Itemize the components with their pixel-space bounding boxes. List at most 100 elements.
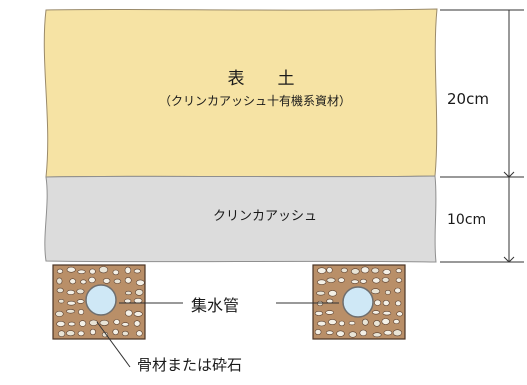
aggregate-stone [371, 267, 380, 274]
aggregate-stone [135, 289, 144, 296]
aggregate-stone [395, 300, 402, 307]
aggregate-leader [96, 321, 131, 368]
aggregate-stone [382, 269, 391, 275]
collector-pipe [342, 286, 374, 318]
aggregate-stone [326, 267, 333, 274]
dimension-lines [440, 9, 524, 263]
aggregate-stone [328, 319, 337, 325]
aggregate-stone [55, 310, 64, 317]
aggregate-stones [55, 266, 145, 338]
aggregate-stone [99, 319, 110, 326]
aggregate-stone [133, 311, 143, 317]
aggregate-stone [98, 266, 109, 274]
aggregate-stone [372, 277, 381, 284]
aggregate-stone [360, 266, 370, 274]
aggregate-stone [374, 299, 382, 306]
aggregate-stone [121, 330, 129, 337]
aggregate-stone [69, 278, 76, 285]
aggregate-stone [136, 330, 143, 337]
aggregate-stone [56, 268, 64, 274]
aggregate-stone [317, 279, 327, 285]
aggregate-stone [124, 298, 132, 304]
aggregate-stone [395, 268, 402, 274]
topsoil-title: 表 土 [227, 69, 303, 89]
aggregate-label: 骨材または砕石 [137, 356, 243, 374]
ash-thickness-label: 10cm [447, 212, 487, 228]
leader-lines [96, 302, 339, 368]
aggregate-stone [384, 289, 391, 295]
aggregate-stone [381, 277, 390, 283]
aggregate-stone [58, 299, 65, 304]
aggregate-stone [372, 332, 382, 338]
aggregate-stone [359, 329, 368, 337]
aggregate-stone [124, 266, 132, 274]
aggregate-stone [317, 267, 327, 274]
aggregate-stone [124, 277, 132, 284]
aggregate-stone [66, 266, 76, 273]
clinker-ash-label: クリンカアッシュ [212, 209, 317, 224]
aggregate-stone [124, 290, 132, 296]
aggregate-stone [56, 287, 64, 294]
aggregate-stone [325, 310, 334, 315]
aggregate-stone [394, 287, 402, 294]
aggregate-stone [88, 276, 96, 284]
aggregate-stone [373, 320, 381, 327]
aggregate-stone [314, 310, 324, 316]
aggregate-stone [350, 279, 359, 284]
dim-arrow-mid-right [508, 171, 515, 178]
aggregate-stone [338, 320, 345, 327]
aggregate-stone [113, 278, 122, 284]
aggregate-stone [370, 288, 381, 295]
aggregate-stone [66, 330, 76, 337]
aggregate-stone [77, 269, 86, 274]
aggregate-stone [112, 328, 119, 336]
aggregate-stone [78, 320, 87, 327]
clinker-ash-layer [44, 175, 437, 263]
aggregate-stone [56, 320, 66, 327]
drain-left [52, 264, 146, 340]
aggregate-stone [317, 320, 327, 327]
aggregate-stone [393, 319, 400, 325]
aggregate-stone [340, 267, 348, 273]
aggregate-stone [133, 268, 141, 274]
aggregate-stone [80, 279, 87, 285]
aggregate-stone [113, 319, 120, 325]
aggregate-stone [76, 288, 85, 295]
aggregate-stone [337, 277, 345, 283]
aggregate-stone [316, 290, 326, 296]
aggregate-stone [133, 298, 143, 304]
dim-arrow-bottom-right [508, 256, 515, 263]
aggregate-stone [348, 321, 356, 326]
aggregate-stone [326, 277, 336, 283]
aggregate-stone [89, 268, 96, 275]
aggregate-stone [121, 322, 130, 327]
dim-arrow-bottom-left [503, 256, 510, 263]
aggregate-stone [135, 279, 145, 286]
aggregate-stone [372, 310, 380, 315]
topsoil-thickness-label: 20cm [447, 90, 489, 108]
aggregate-stone [56, 277, 63, 285]
aggregate-stone [361, 318, 369, 326]
aggregate-stone [396, 311, 403, 317]
drain-right [312, 264, 406, 340]
aggregate-stone [78, 309, 85, 315]
aggregate-stone [381, 318, 390, 325]
aggregate-stone [57, 330, 66, 338]
aggregate-stone [383, 330, 393, 336]
aggregate-stone [102, 278, 111, 284]
aggregate-stone [125, 309, 133, 317]
aggregate-stone [328, 290, 337, 297]
aggregate-stone [77, 330, 85, 337]
aggregate-stone [350, 268, 360, 275]
aggregate-stone [66, 289, 76, 295]
collector-pipe [85, 284, 117, 316]
aggregate-stone [112, 269, 120, 276]
aggregate-stone [336, 330, 345, 337]
aggregate-stone [66, 300, 76, 306]
aggregate-stone [359, 278, 367, 284]
aggregate-stone [392, 329, 403, 337]
dim-arrow-mid-left [503, 171, 510, 178]
aggregate-stone [67, 321, 76, 327]
